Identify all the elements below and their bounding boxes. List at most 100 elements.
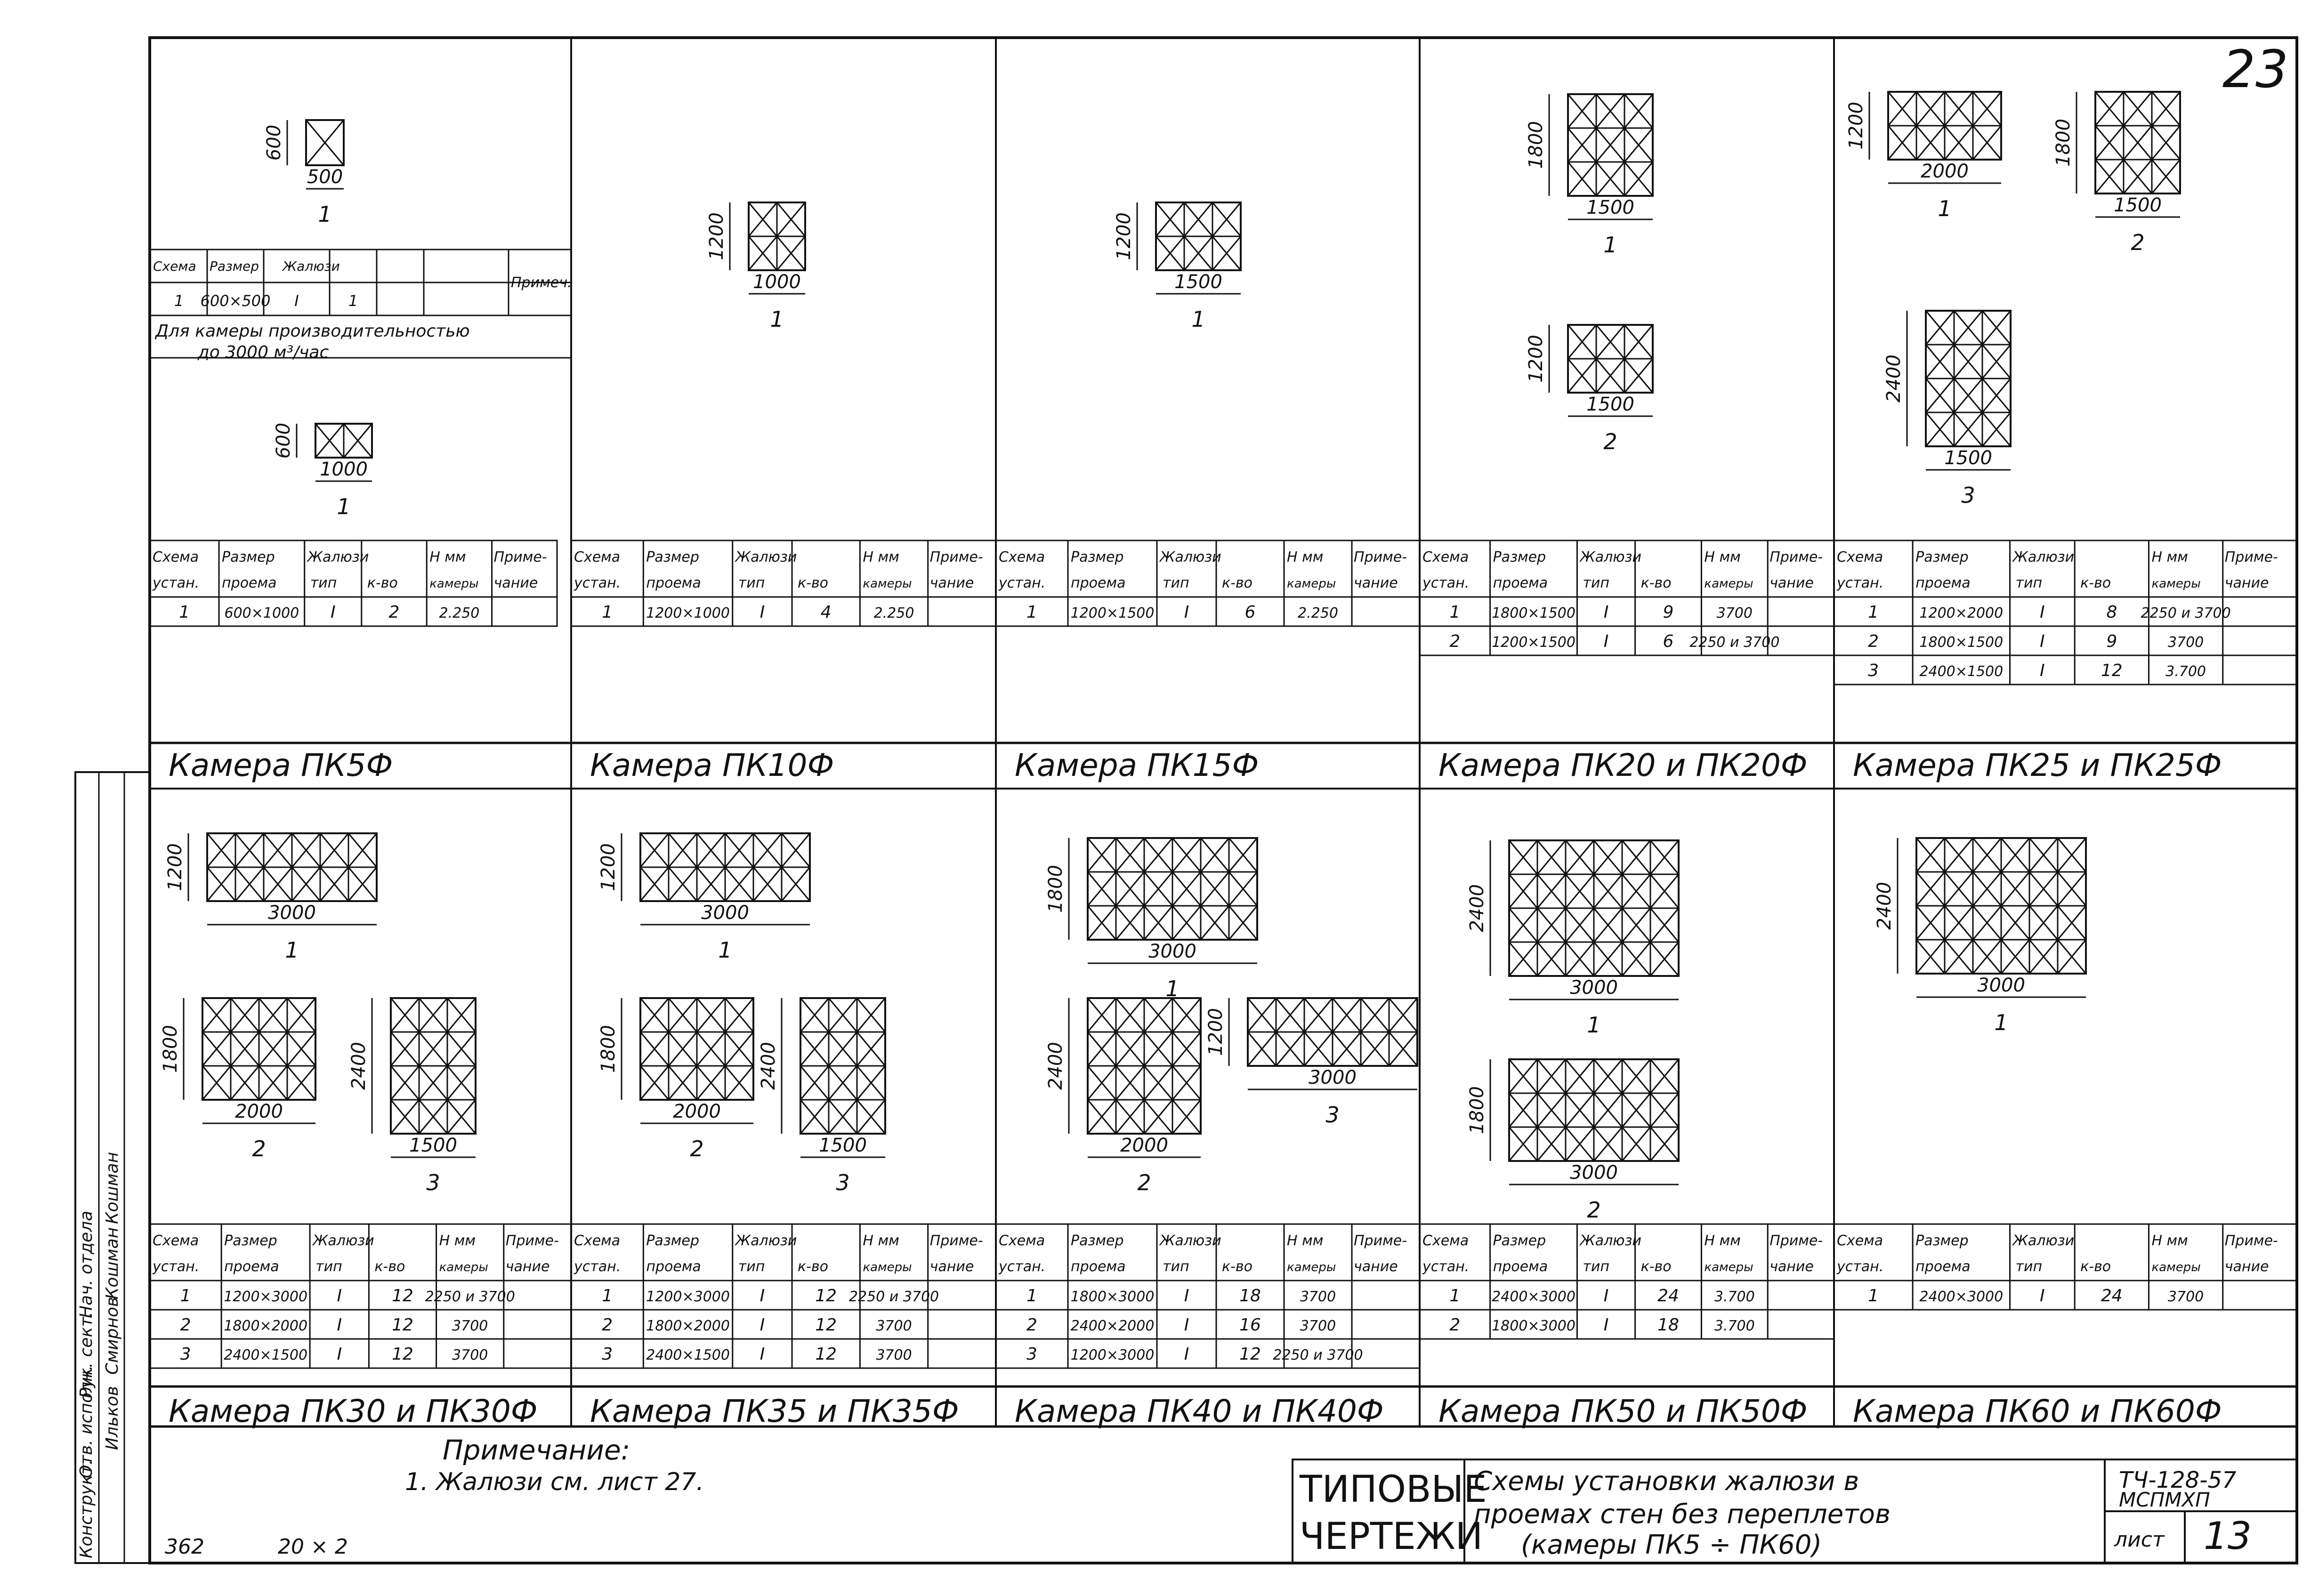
louvre-diagonal [781,867,811,902]
scheme-number: 2 [690,1136,703,1161]
header-h: H мм [1704,1233,1740,1249]
header-scheme: устан. [574,575,621,591]
table-cell: I [331,603,336,622]
louvre-cell [724,1065,754,1101]
table-border [1833,1223,2298,1311]
louvre-diagonal [696,867,726,902]
header-note: чание [2225,1258,2269,1275]
louvre-grid [1915,837,2087,975]
louvre-diagonal [1228,838,1258,872]
louvre-diagonal [1593,1059,1623,1094]
louvre-diagonal [1593,1127,1623,1161]
header-count: к-во [367,575,398,591]
louvre-diagonal [639,1065,670,1100]
louvre-diagonal [286,1032,316,1066]
height-dim-value: 2400 [1466,884,1488,932]
louvre-diagonal [263,867,293,902]
sheet-number: 23 [2222,39,2288,99]
scheme-number: 1 [1191,306,1205,332]
height-dim-value: 600 [263,125,285,161]
header-louvres: Жалюзи [1159,1233,1221,1249]
louvre-diagonal [1115,1099,1145,1134]
louvre-diagonal [2000,871,2030,906]
table-cell: 2.250 [1298,605,1338,621]
louvre-diagonal [1508,874,1538,909]
table-cell: 2400×2000 [1071,1318,1155,1334]
louvre-diagonal [856,998,886,1032]
louvre-cell [856,1099,886,1135]
louvre-cell [1624,358,1654,394]
louvre-diagonal [1972,905,2002,940]
louvre-diagonal [800,1099,830,1134]
louvre-diagonal [1944,125,1974,160]
louvre-diagonal [1143,1099,1173,1134]
signer-role: Нач. отдела [77,1211,96,1318]
table-cell: I [760,603,765,622]
header-h: H мм [439,1233,476,1249]
table-cell: I [2040,603,2045,622]
scheme-number: 1 [1603,232,1617,258]
table-cell: 1800×2000 [224,1318,307,1334]
header-count: к-во [374,1258,405,1275]
header-note: Приме- [1354,549,1407,565]
dimension-lines [1897,838,2086,998]
table-cell: I [1184,1286,1189,1306]
table-cell: 3700 [1300,1318,1336,1334]
header-louvres: Жалюзи [1159,549,1221,565]
louvre-diagonal [1508,908,1538,943]
special-note: до 3000 м³/час [197,343,329,362]
header-note: Приме- [930,1233,983,1249]
chamber-panel-pk50: Камера ПК50 и ПК50Ф300024001300018002Схе… [1419,839,1835,1429]
width-dim-value: 1000 [320,459,368,480]
louvre-diagonal [258,1032,288,1066]
table-cell: 4 [821,603,832,622]
louvre-diagonal [1621,1127,1651,1161]
louvre-diagonal [639,998,670,1032]
header-scheme: Схема [1422,1233,1469,1249]
table-lines [149,540,558,627]
stamp-typical: ТИПОВЫЕ [1299,1468,1487,1511]
header-note: чание [1354,575,1398,591]
louvre-diagonal [1212,236,1242,271]
louvre-cell [2057,939,2087,975]
note-line: 1. Жалюзи см. лист 27. [405,1468,704,1496]
header-louvres: Жалюзи [735,549,797,565]
table-cell: I [1184,1315,1189,1335]
table-cell: 2 [1449,632,1460,651]
louvre-diagonal [1915,939,1946,974]
header-louvres: Жалюзи [282,258,340,274]
louvre-diagonal [1593,874,1623,909]
header-size: проема [224,1258,279,1275]
table-lines [995,540,1421,627]
louvre-grid [639,997,754,1101]
louvre-cell [1228,905,1258,941]
width-dim-value: 2000 [1921,161,1969,182]
louvre-cell [776,235,806,271]
louvre-diagonal [1087,998,1117,1032]
louvre-diagonal [2151,125,2181,160]
dimension-lines [621,998,753,1124]
louvre-diagonal [1944,838,1974,872]
louvre-diagonal [1143,1065,1173,1100]
dimension-lines [286,120,344,190]
width-dim-value: 2000 [235,1101,283,1122]
scheme-number: 2 [252,1136,266,1161]
table-cell: I [337,1345,342,1364]
header-chamber: камеры [1704,1260,1753,1274]
louvre-diagonal [202,1065,232,1100]
louvre-diagonal [1155,202,1185,237]
louvre-diagonal [1200,838,1230,872]
louvre-grid [206,832,378,902]
header-count: к-во [1222,1258,1252,1275]
louvre-diagonal [1360,998,1390,1032]
table-border [149,540,558,627]
table-cell: 1200×3000 [646,1289,730,1305]
louvre-diagonal [343,423,373,458]
width-dim-value: 1500 [1174,271,1222,293]
louvre-diagonal [1536,942,1567,976]
title-line-1: Схемы установки жалюзи в [1474,1466,1859,1497]
header-scheme: устан. [998,575,1045,591]
